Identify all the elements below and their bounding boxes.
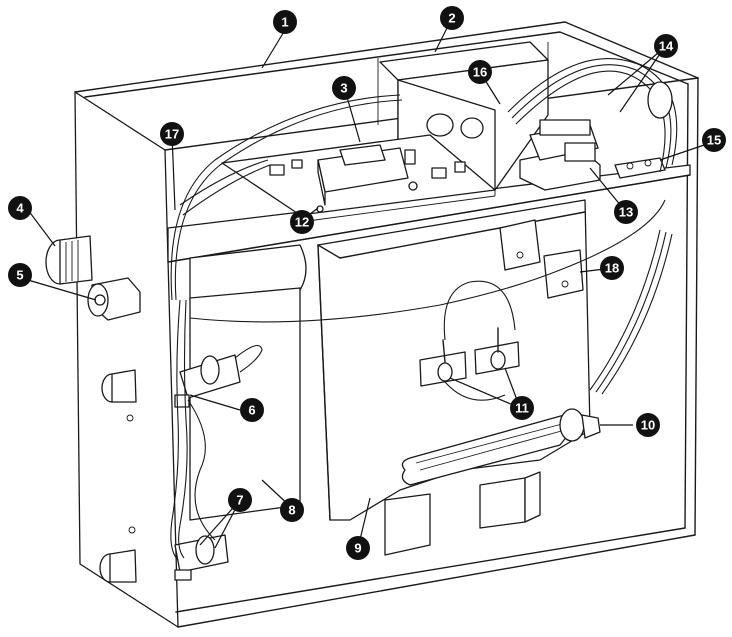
callout-4: 4	[8, 196, 32, 220]
callout-6: 6	[240, 398, 264, 422]
svg-text:16: 16	[473, 65, 487, 80]
svg-text:9: 9	[354, 541, 361, 556]
svg-text:15: 15	[707, 133, 721, 148]
callout-12: 12	[290, 210, 314, 234]
svg-text:4: 4	[16, 201, 24, 216]
callout-16: 16	[468, 60, 492, 84]
svg-text:1: 1	[281, 15, 288, 30]
contactor-relay	[519, 119, 601, 191]
callout-14: 14	[654, 34, 678, 58]
svg-text:7: 7	[236, 493, 243, 508]
svg-text:13: 13	[619, 205, 633, 220]
svg-text:6: 6	[248, 403, 255, 418]
callout-3: 3	[332, 76, 356, 100]
small-relays	[499, 219, 584, 299]
svg-text:11: 11	[515, 401, 529, 416]
svg-text:8: 8	[288, 503, 295, 518]
water-level-probes	[174, 344, 263, 581]
wiring-harness	[170, 58, 678, 561]
svg-text:2: 2	[448, 11, 455, 26]
svg-text:14: 14	[659, 39, 674, 54]
callout-9: 9	[346, 536, 370, 560]
side-fittings	[99, 369, 137, 583]
mid-shelf	[167, 164, 691, 263]
water-inlet	[45, 235, 93, 285]
thermostat-probes	[419, 280, 520, 401]
svg-text:3: 3	[340, 81, 347, 96]
callout-17: 17	[160, 122, 184, 146]
drain-valve	[87, 277, 141, 321]
svg-text:18: 18	[605, 261, 619, 276]
terminal-block	[614, 157, 666, 179]
callout-18: 18	[600, 256, 624, 280]
callout-8: 8	[280, 498, 304, 522]
callout-10: 10	[636, 413, 660, 437]
svg-text:12: 12	[295, 215, 309, 230]
callout-11: 11	[510, 396, 534, 420]
callout-2: 2	[440, 6, 464, 30]
callout-15: 15	[702, 128, 726, 152]
svg-text:10: 10	[641, 418, 655, 433]
callout-5: 5	[8, 263, 32, 287]
callout-7: 7	[228, 488, 252, 512]
callout-1: 1	[273, 10, 297, 34]
svg-text:17: 17	[165, 127, 179, 142]
control-board	[221, 134, 496, 223]
callout-13: 13	[614, 200, 638, 224]
heating-element	[401, 408, 601, 486]
svg-text:5: 5	[16, 268, 23, 283]
